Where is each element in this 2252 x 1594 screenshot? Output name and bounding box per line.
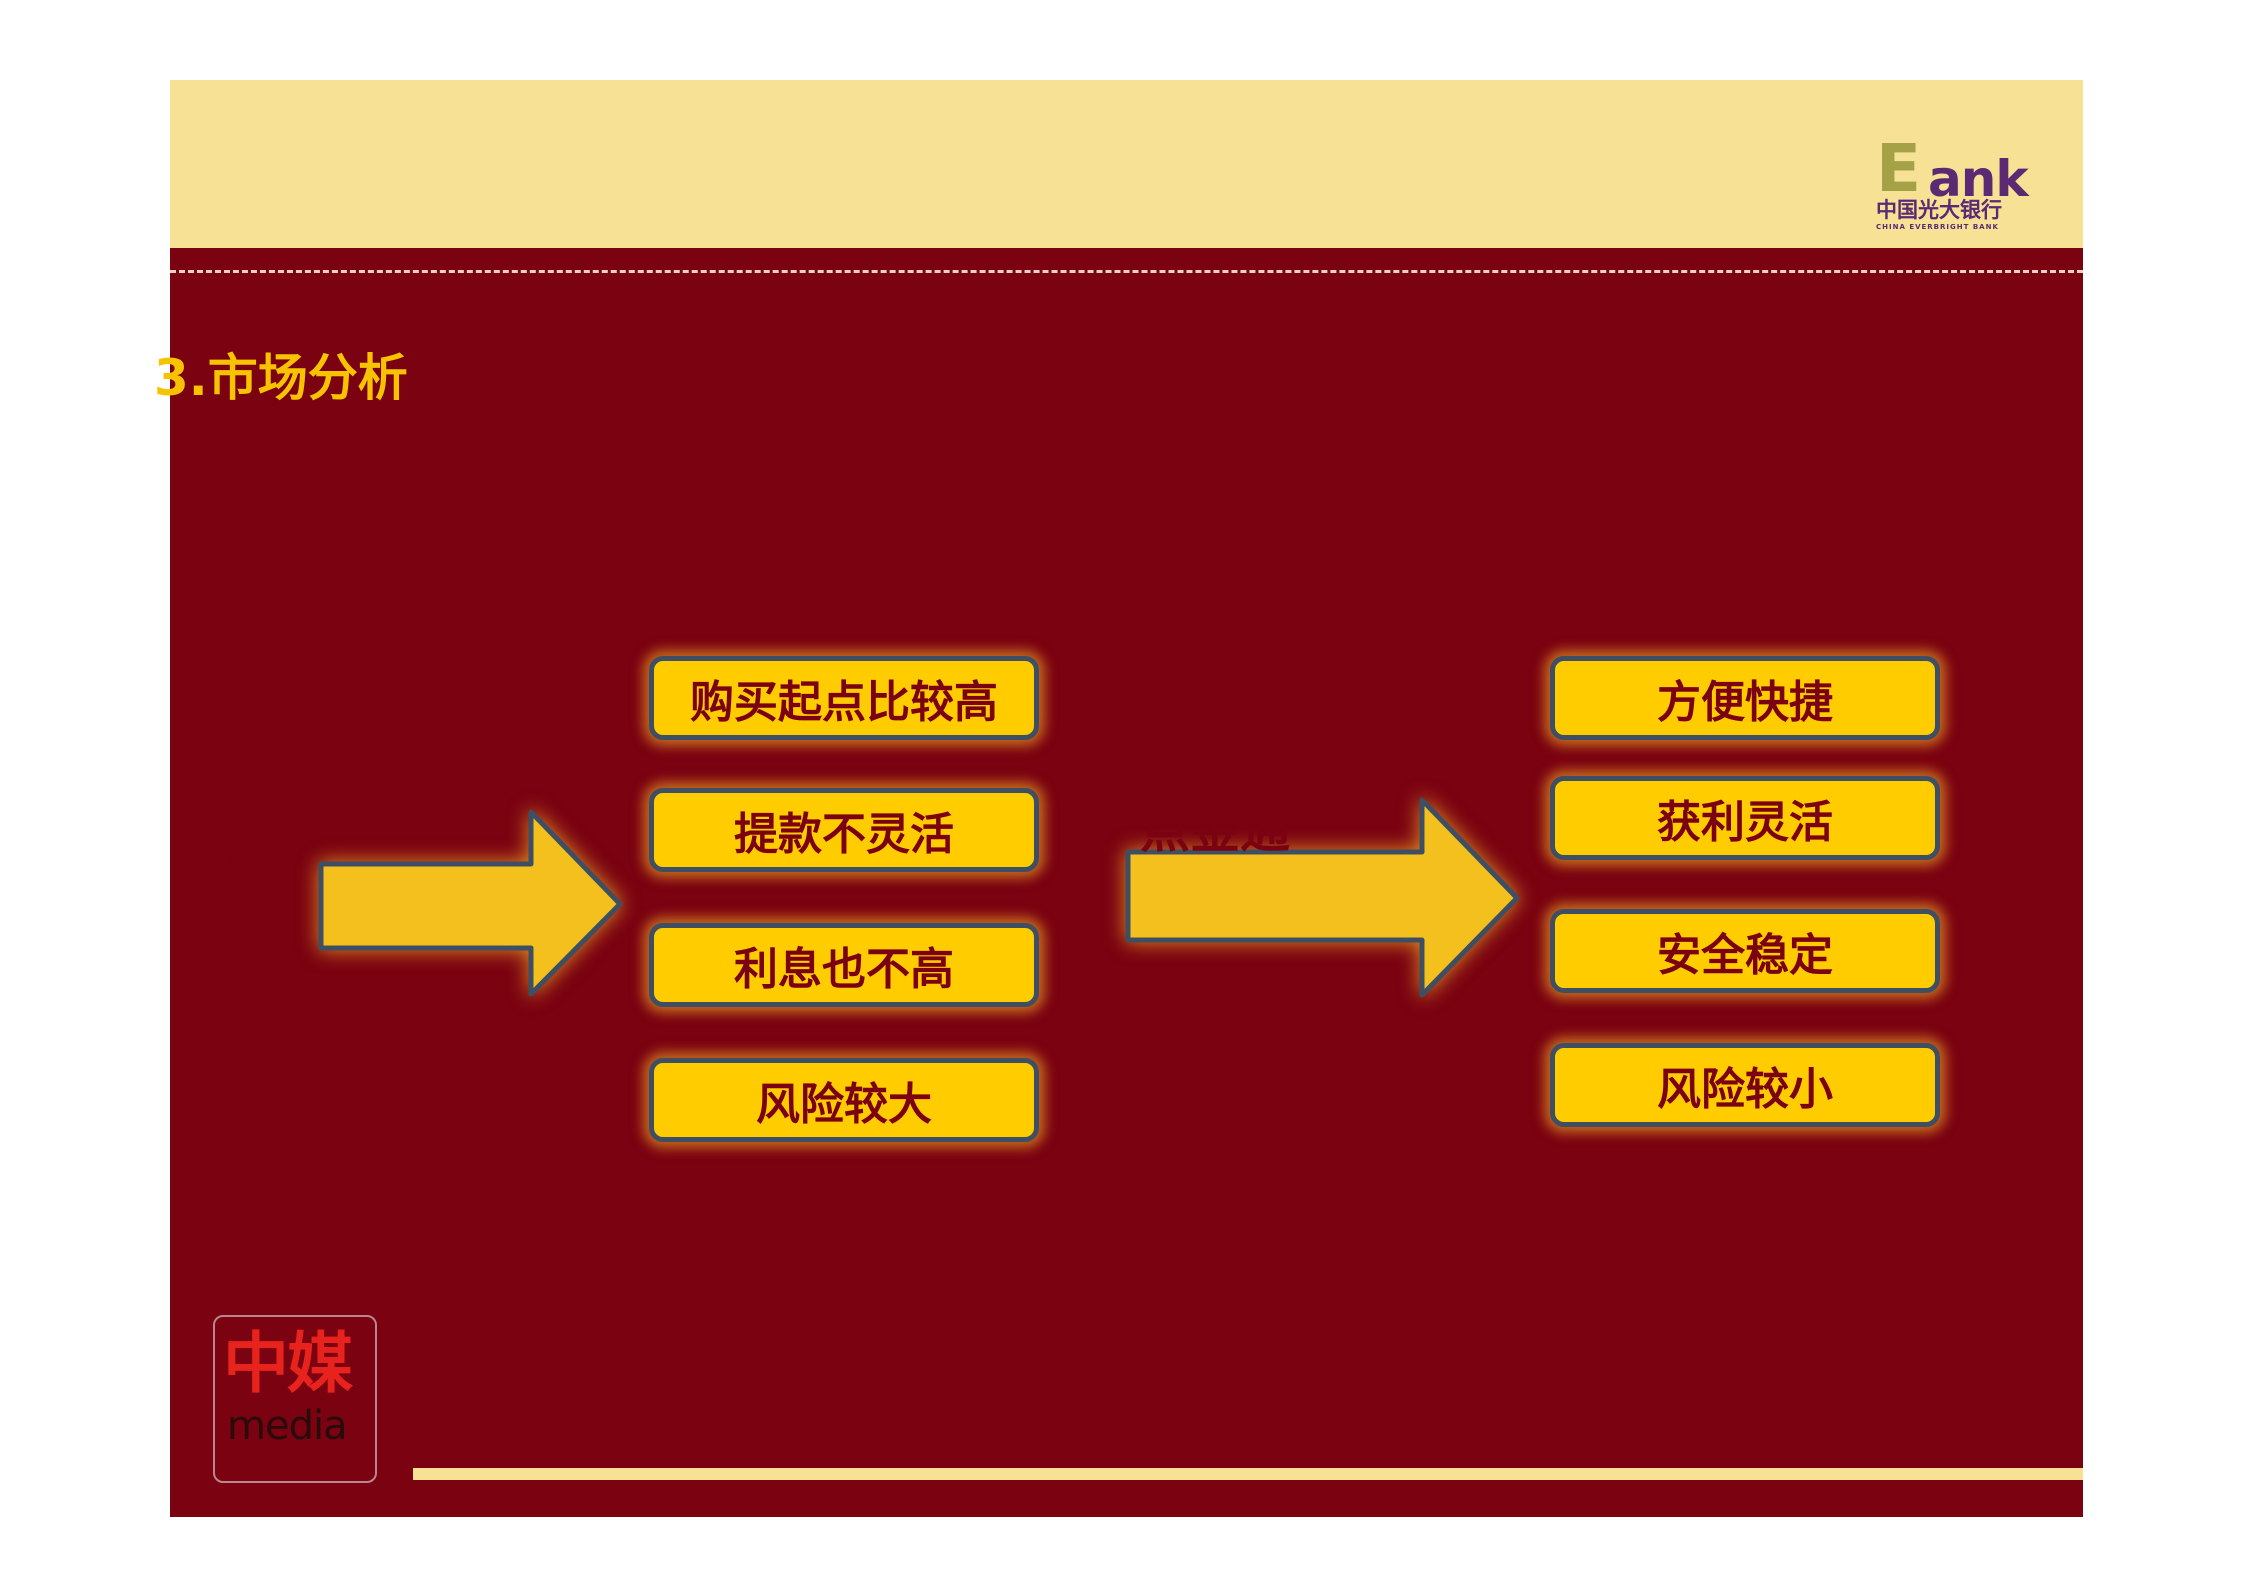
left-box-1: 购买起点比较高: [649, 656, 1039, 740]
left-box-4-label: 风险较大: [756, 1079, 932, 1130]
right-box-1: 方便快捷: [1550, 656, 1940, 740]
left-box-2: 提款不灵活: [649, 788, 1039, 872]
logo-letter: E: [1876, 130, 1922, 207]
dashed-divider: [170, 270, 2083, 273]
logo-english-name: CHINA EVERBRIGHT BANK: [1876, 223, 1999, 231]
slide-title: 3.市场分析: [154, 349, 408, 407]
header-band: E ank 中国光大银行 CHINA EVERBRIGHT BANK: [170, 80, 2083, 248]
logo-chinese-name: 中国光大银行: [1876, 198, 2002, 222]
right-box-2: 获利灵活: [1550, 776, 1940, 860]
everbright-bank-logo: E ank 中国光大银行 CHINA EVERBRIGHT BANK: [1876, 130, 2029, 236]
left-box-4: 风险较大: [649, 1058, 1039, 1142]
right-box-4: 风险较小: [1550, 1043, 1940, 1127]
left-box-3: 利息也不高: [649, 923, 1039, 1007]
left-arrow-label-line1: 其: [279, 772, 325, 826]
left-box-3-label: 利息也不高: [734, 944, 954, 995]
logo-word: ank: [1928, 150, 2029, 208]
right-box-4-label: 风险较小: [1657, 1064, 1833, 1115]
left-arrow-label-line2: 它:: [222, 829, 287, 883]
right-box-2-label: 获利灵活: [1657, 797, 1833, 848]
right-box-1-label: 方便快捷: [1657, 677, 1833, 728]
left-box-2-label: 提款不灵活: [734, 809, 954, 860]
right-box-3-label: 安全稳定: [1657, 930, 1833, 981]
left-box-1-label: 购买起点比较高: [690, 677, 998, 728]
center-arrow-label: “点金通”: [1107, 801, 1323, 859]
right-box-3: 安全稳定: [1550, 909, 1940, 993]
